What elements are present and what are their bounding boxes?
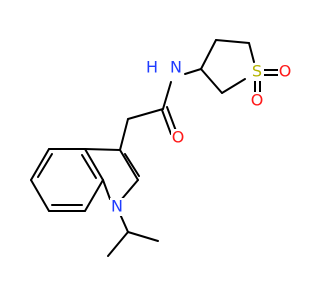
- indole-nitrogen-label: N: [111, 197, 123, 216]
- bond-sulfolane-1: [200, 39, 217, 70]
- sulfone-oxygen-down-label: O: [251, 91, 264, 110]
- bond-network: [30, 39, 280, 257]
- bond-sulfolane-4: [221, 78, 246, 94]
- bond-n-isopropyl: [119, 213, 129, 233]
- amide-nitrogen-label: N: [170, 58, 182, 77]
- bond-pyrrole-c2-n: [120, 179, 139, 201]
- amide-nitrogen-label-group: N: [169, 58, 183, 77]
- bond-pyrrole-n-c7a: [102, 179, 111, 200]
- bond-indole-ch2: [119, 118, 129, 151]
- amide-hydrogen-label-group: H: [146, 58, 158, 77]
- sulfone-oxygen-right-label: O: [279, 62, 292, 81]
- bond-carbonyl-n: [162, 81, 172, 110]
- bond-ch2-carbonyl: [127, 108, 164, 120]
- bond-isopropyl-right: [127, 231, 159, 242]
- bond-benzene-1: [30, 148, 50, 181]
- carbonyl-oxygen-label: O: [172, 128, 185, 147]
- bond-pyrrole-c3-c2: [119, 149, 139, 181]
- bond-benzene-4: [84, 179, 104, 212]
- bond-n-ring: [184, 68, 202, 75]
- amide-hydrogen-label: H: [146, 58, 158, 77]
- sulfone-oxygen-down-label-group: O: [250, 91, 264, 110]
- bond-sulfolane-5: [200, 68, 223, 94]
- bond-benzene-6: [30, 179, 50, 212]
- atom-labels: N H O S O O N: [110, 58, 292, 216]
- indole-nitrogen-label-group: N: [110, 197, 124, 216]
- carbonyl-oxygen-label-group: O: [171, 128, 185, 147]
- chemical-structure-diagram: N H O S O O N: [30, 39, 292, 257]
- bond-carbonyl-o-2: [166, 106, 177, 132]
- bond-benzene-3: [84, 148, 104, 181]
- sulfone-sulfur-label-group: S: [250, 62, 264, 81]
- bond-carbonyl-o-1: [161, 109, 172, 135]
- bond-sulfolane-2: [215, 39, 250, 44]
- bond-benzene-inner-3: [81, 154, 97, 179]
- bond-sulfolane-3: [248, 42, 255, 63]
- bond-isopropyl-left: [107, 231, 129, 257]
- bond-pyrrole-c3-c2-double: [124, 153, 140, 177]
- bond-pyrrole-c3a-c3: [84, 148, 121, 151]
- sulfone-sulfur-label: S: [252, 62, 262, 81]
- sulfone-oxygen-right-label-group: O: [278, 62, 292, 81]
- bond-benzene-inner-1: [37, 153, 53, 178]
